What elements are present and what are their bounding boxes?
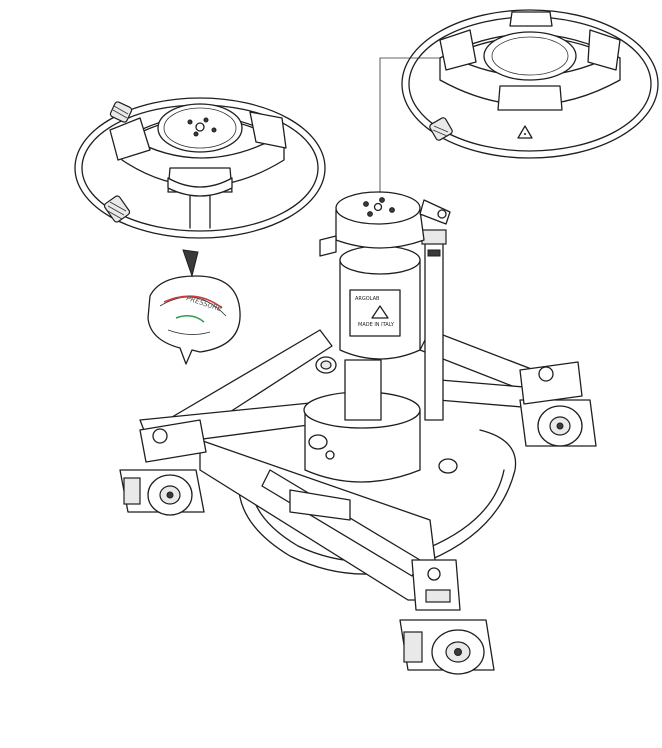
column-plate-label: ARGOLAB [355,296,380,302]
column-made-in-label: MADE IN ITALY [358,322,395,328]
gauge-green-mark [175,314,205,323]
ring-grip-icon [429,117,453,141]
caster-wheel-left [119,419,207,516]
lever-knob-icon [315,356,337,374]
caster-wheel-front [399,559,495,675]
gauge-pressure-label: PRESSURE [185,294,223,313]
column-body: ARGOLAB MADE IN ITALY [339,229,447,421]
column-base [289,359,421,521]
lever-knob-icon [438,458,458,474]
ring-grip-icon [109,101,133,123]
steering-ring-detail-right [379,9,659,196]
pressure-gauge-callout: PRESSURE [147,249,241,365]
caster-wheel-right [519,361,597,447]
steering-ring-detail-left [74,97,326,239]
ring-grip-icon [103,195,131,223]
mount-head [319,191,451,257]
warning-triangle-icon [517,125,533,139]
gauge-red-mark [163,295,223,309]
lever-knob-icon [308,434,328,450]
